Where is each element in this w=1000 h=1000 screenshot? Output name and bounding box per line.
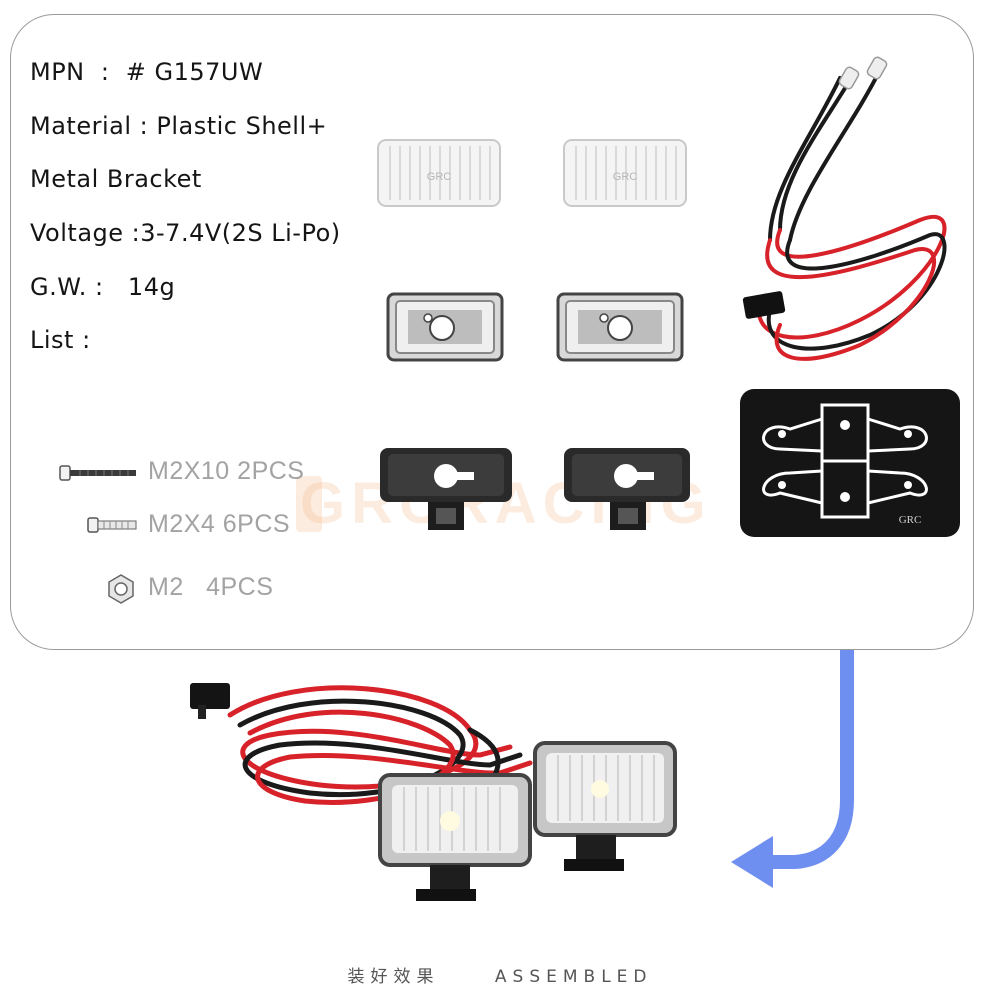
black-housing-icon bbox=[564, 448, 690, 530]
spec-material: Material : Plastic Shell+ bbox=[30, 112, 328, 140]
chrome-reflector-icon bbox=[556, 292, 684, 362]
caption-english: ASSEMBLED bbox=[494, 967, 653, 987]
short-screw-icon bbox=[87, 517, 137, 533]
led-wire-harness-icon bbox=[742, 56, 947, 361]
hardware-m2x4: M2X4 6PCS bbox=[148, 510, 291, 538]
svg-text:GRC: GRC bbox=[613, 171, 638, 183]
nut-icon bbox=[108, 574, 134, 604]
assembled-caption: 装好效果 ASSEMBLED bbox=[0, 962, 1000, 987]
long-screw-icon bbox=[59, 465, 136, 481]
svg-text:GRC: GRC bbox=[899, 514, 922, 526]
chrome-reflector-icon bbox=[386, 292, 504, 362]
watermark-logo bbox=[296, 476, 322, 532]
svg-text:GRC: GRC bbox=[427, 171, 452, 183]
spec-voltage: Voltage :3-7.4V(2S Li-Po) bbox=[30, 219, 341, 247]
down-left-arrow-icon bbox=[731, 650, 854, 888]
spec-material-cont: Metal Bracket bbox=[30, 165, 202, 193]
spec-gross-weight: G.W. : 14g bbox=[30, 273, 176, 301]
stencil-sticker-icon: GRC bbox=[740, 389, 960, 537]
caption-chinese: 装好效果 bbox=[347, 967, 440, 987]
spec-list: List : bbox=[30, 326, 91, 354]
hardware-m2x10: M2X10 2PCS bbox=[148, 457, 305, 485]
lens-icon: GRC bbox=[563, 139, 687, 207]
spec-mpn: MPN : # G157UW bbox=[30, 58, 264, 86]
black-housing-icon bbox=[380, 448, 512, 530]
hardware-m2: M2 4PCS bbox=[148, 573, 274, 601]
assembled-lights-icon bbox=[190, 683, 677, 901]
lens-icon: GRC bbox=[377, 139, 501, 207]
